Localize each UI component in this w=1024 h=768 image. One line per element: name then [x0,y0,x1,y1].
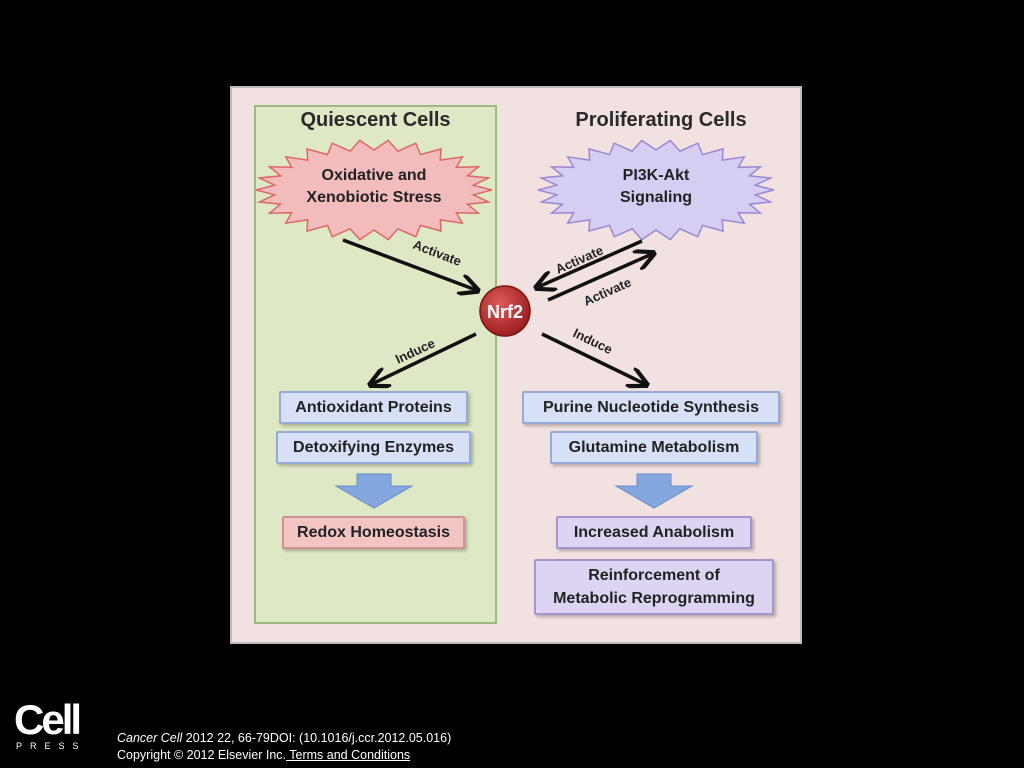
citation-block: Cancer Cell 2012 22, 66-79DOI: (10.1016/… [117,730,451,764]
activate-arrow-right-out [547,254,652,302]
stress-starburst [255,139,493,241]
stress-trigger-line1: Oxidative and [322,167,427,184]
induce-arrow-left [372,332,477,384]
signaling-trigger-line1: PI3K-Akt [623,167,690,184]
nrf2-label: Nrf2 [487,302,523,322]
activate-arrow-right-in [538,239,643,287]
induce-arrow-right [541,332,645,384]
purine-nucleotide-synthesis-box: Purine Nucleotide Synthesis [522,391,780,424]
figure-panel: Quiescent Cells Proliferating Cells Oxid… [230,86,802,644]
diagram-graphics: Oxidative and Xenobiotic Stress PI3K-Akt… [255,139,775,509]
redox-homeostasis-box: Redox Homeostasis [282,516,465,549]
down-arrow-right [614,473,694,509]
signaling-starburst [537,139,775,241]
glutamine-metabolism-box: Glutamine Metabolism [550,431,758,464]
copyright-text: Copyright © 2012 Elsevier Inc. [117,748,287,762]
citation-details: 2012 22, 66-79DOI: (10.1016/j.ccr.2012.0… [182,731,452,745]
signaling-trigger-line2: Signaling [620,189,692,206]
logo-press-text: PRESS [16,741,87,751]
copyright-line: Copyright © 2012 Elsevier Inc. Terms and… [117,747,451,764]
stress-trigger-line2: Xenobiotic Stress [306,189,441,206]
quiescent-cells-title: Quiescent Cells [300,109,451,131]
metabolic-reprogramming-box: Reinforcement of Metabolic Reprogramming [534,559,774,615]
antioxidant-proteins-box: Antioxidant Proteins [279,391,468,424]
reinforcement-line2: Metabolic Reprogramming [553,590,755,607]
activate-label-right-top: Activate [553,242,605,276]
citation-line: Cancer Cell 2012 22, 66-79DOI: (10.1016/… [117,730,451,747]
proliferating-cells-title: Proliferating Cells [575,109,747,131]
activate-arrow-left [342,238,476,290]
logo-cell-text: Cell [14,696,82,743]
detoxifying-enzymes-box: Detoxifying Enzymes [276,431,471,464]
increased-anabolism-box: Increased Anabolism [556,516,752,549]
journal-name: Cancer Cell [117,731,183,745]
down-arrow-left [334,473,414,509]
terms-and-conditions-link[interactable]: Terms and Conditions [286,748,411,762]
nrf2-node [479,285,531,337]
activate-label-left: Activate [411,237,464,269]
reinforcement-line1: Reinforcement of [588,567,720,584]
activate-label-right-bottom: Activate [581,274,633,308]
cell-press-logo: Cell PRESS [14,696,87,752]
